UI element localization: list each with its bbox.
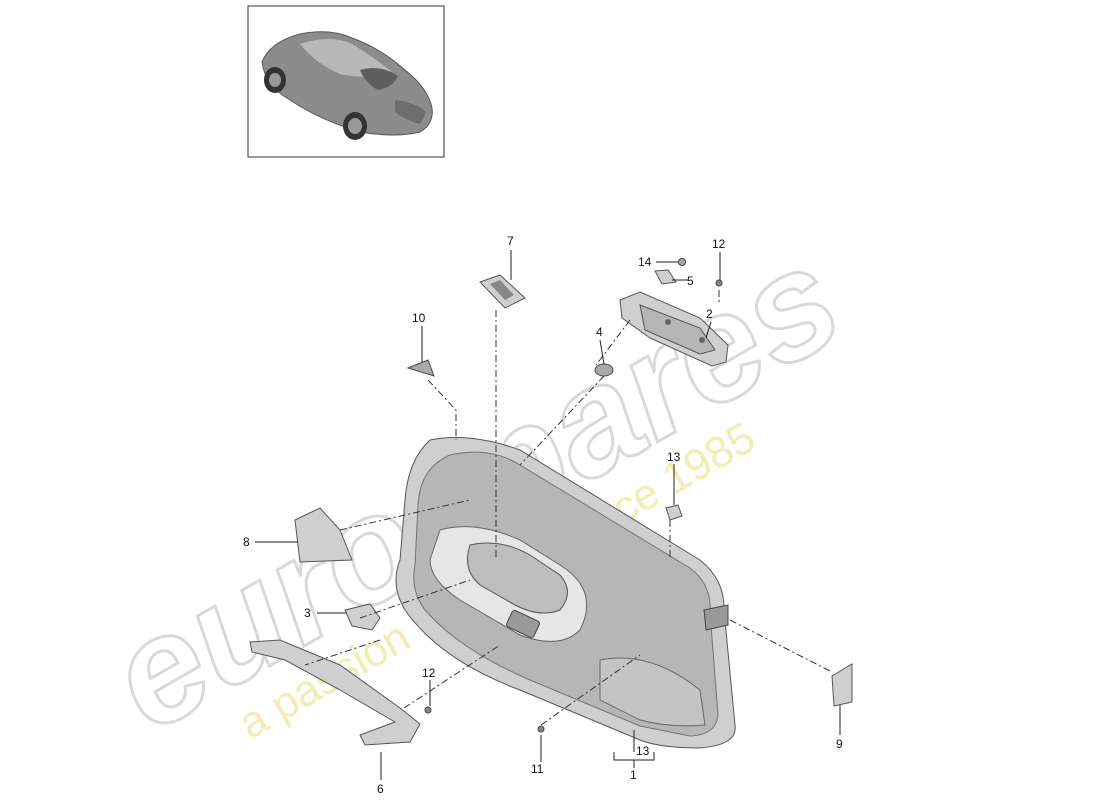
part-8-cover	[294, 507, 353, 563]
callout-7: 7	[507, 234, 514, 248]
part-9-endcap	[831, 663, 853, 707]
assembly-lines	[304, 290, 833, 726]
part-2-bracket	[619, 291, 729, 367]
callout-14: 14	[638, 255, 652, 269]
callout-5: 5	[687, 274, 694, 288]
part-6-handle	[249, 639, 421, 746]
callout-8: 8	[243, 535, 250, 549]
callout-13-lower: 13	[636, 744, 650, 758]
part-10-wedge	[406, 359, 435, 377]
callout-6: 6	[377, 782, 384, 796]
leader-lines	[255, 250, 841, 780]
part-5-clip	[654, 269, 677, 285]
part-13-clip	[665, 504, 683, 521]
callouts: 1 2 3 4 5 6 7 8 9 10 11 12 12 13 13 14	[243, 234, 843, 796]
screw-11	[537, 725, 545, 733]
callout-1: 1	[630, 768, 637, 782]
part-14-cap	[678, 258, 686, 266]
door-panel	[395, 437, 736, 749]
callout-12-upper: 12	[712, 237, 726, 251]
screw-12-lower	[424, 706, 432, 714]
callout-9: 9	[836, 737, 843, 751]
callout-13-upper: 13	[667, 450, 681, 464]
part-7-bezel	[479, 274, 526, 309]
callout-2: 2	[706, 307, 713, 321]
callout-12-lower: 12	[422, 666, 436, 680]
callout-4: 4	[596, 325, 603, 339]
screw-12-upper	[715, 279, 723, 287]
callout-10: 10	[412, 311, 426, 325]
car-image	[261, 31, 433, 140]
vehicle-thumbnail	[247, 5, 445, 158]
callout-11: 11	[531, 762, 544, 776]
callout-3: 3	[304, 606, 311, 620]
part-4-cap	[594, 363, 614, 377]
